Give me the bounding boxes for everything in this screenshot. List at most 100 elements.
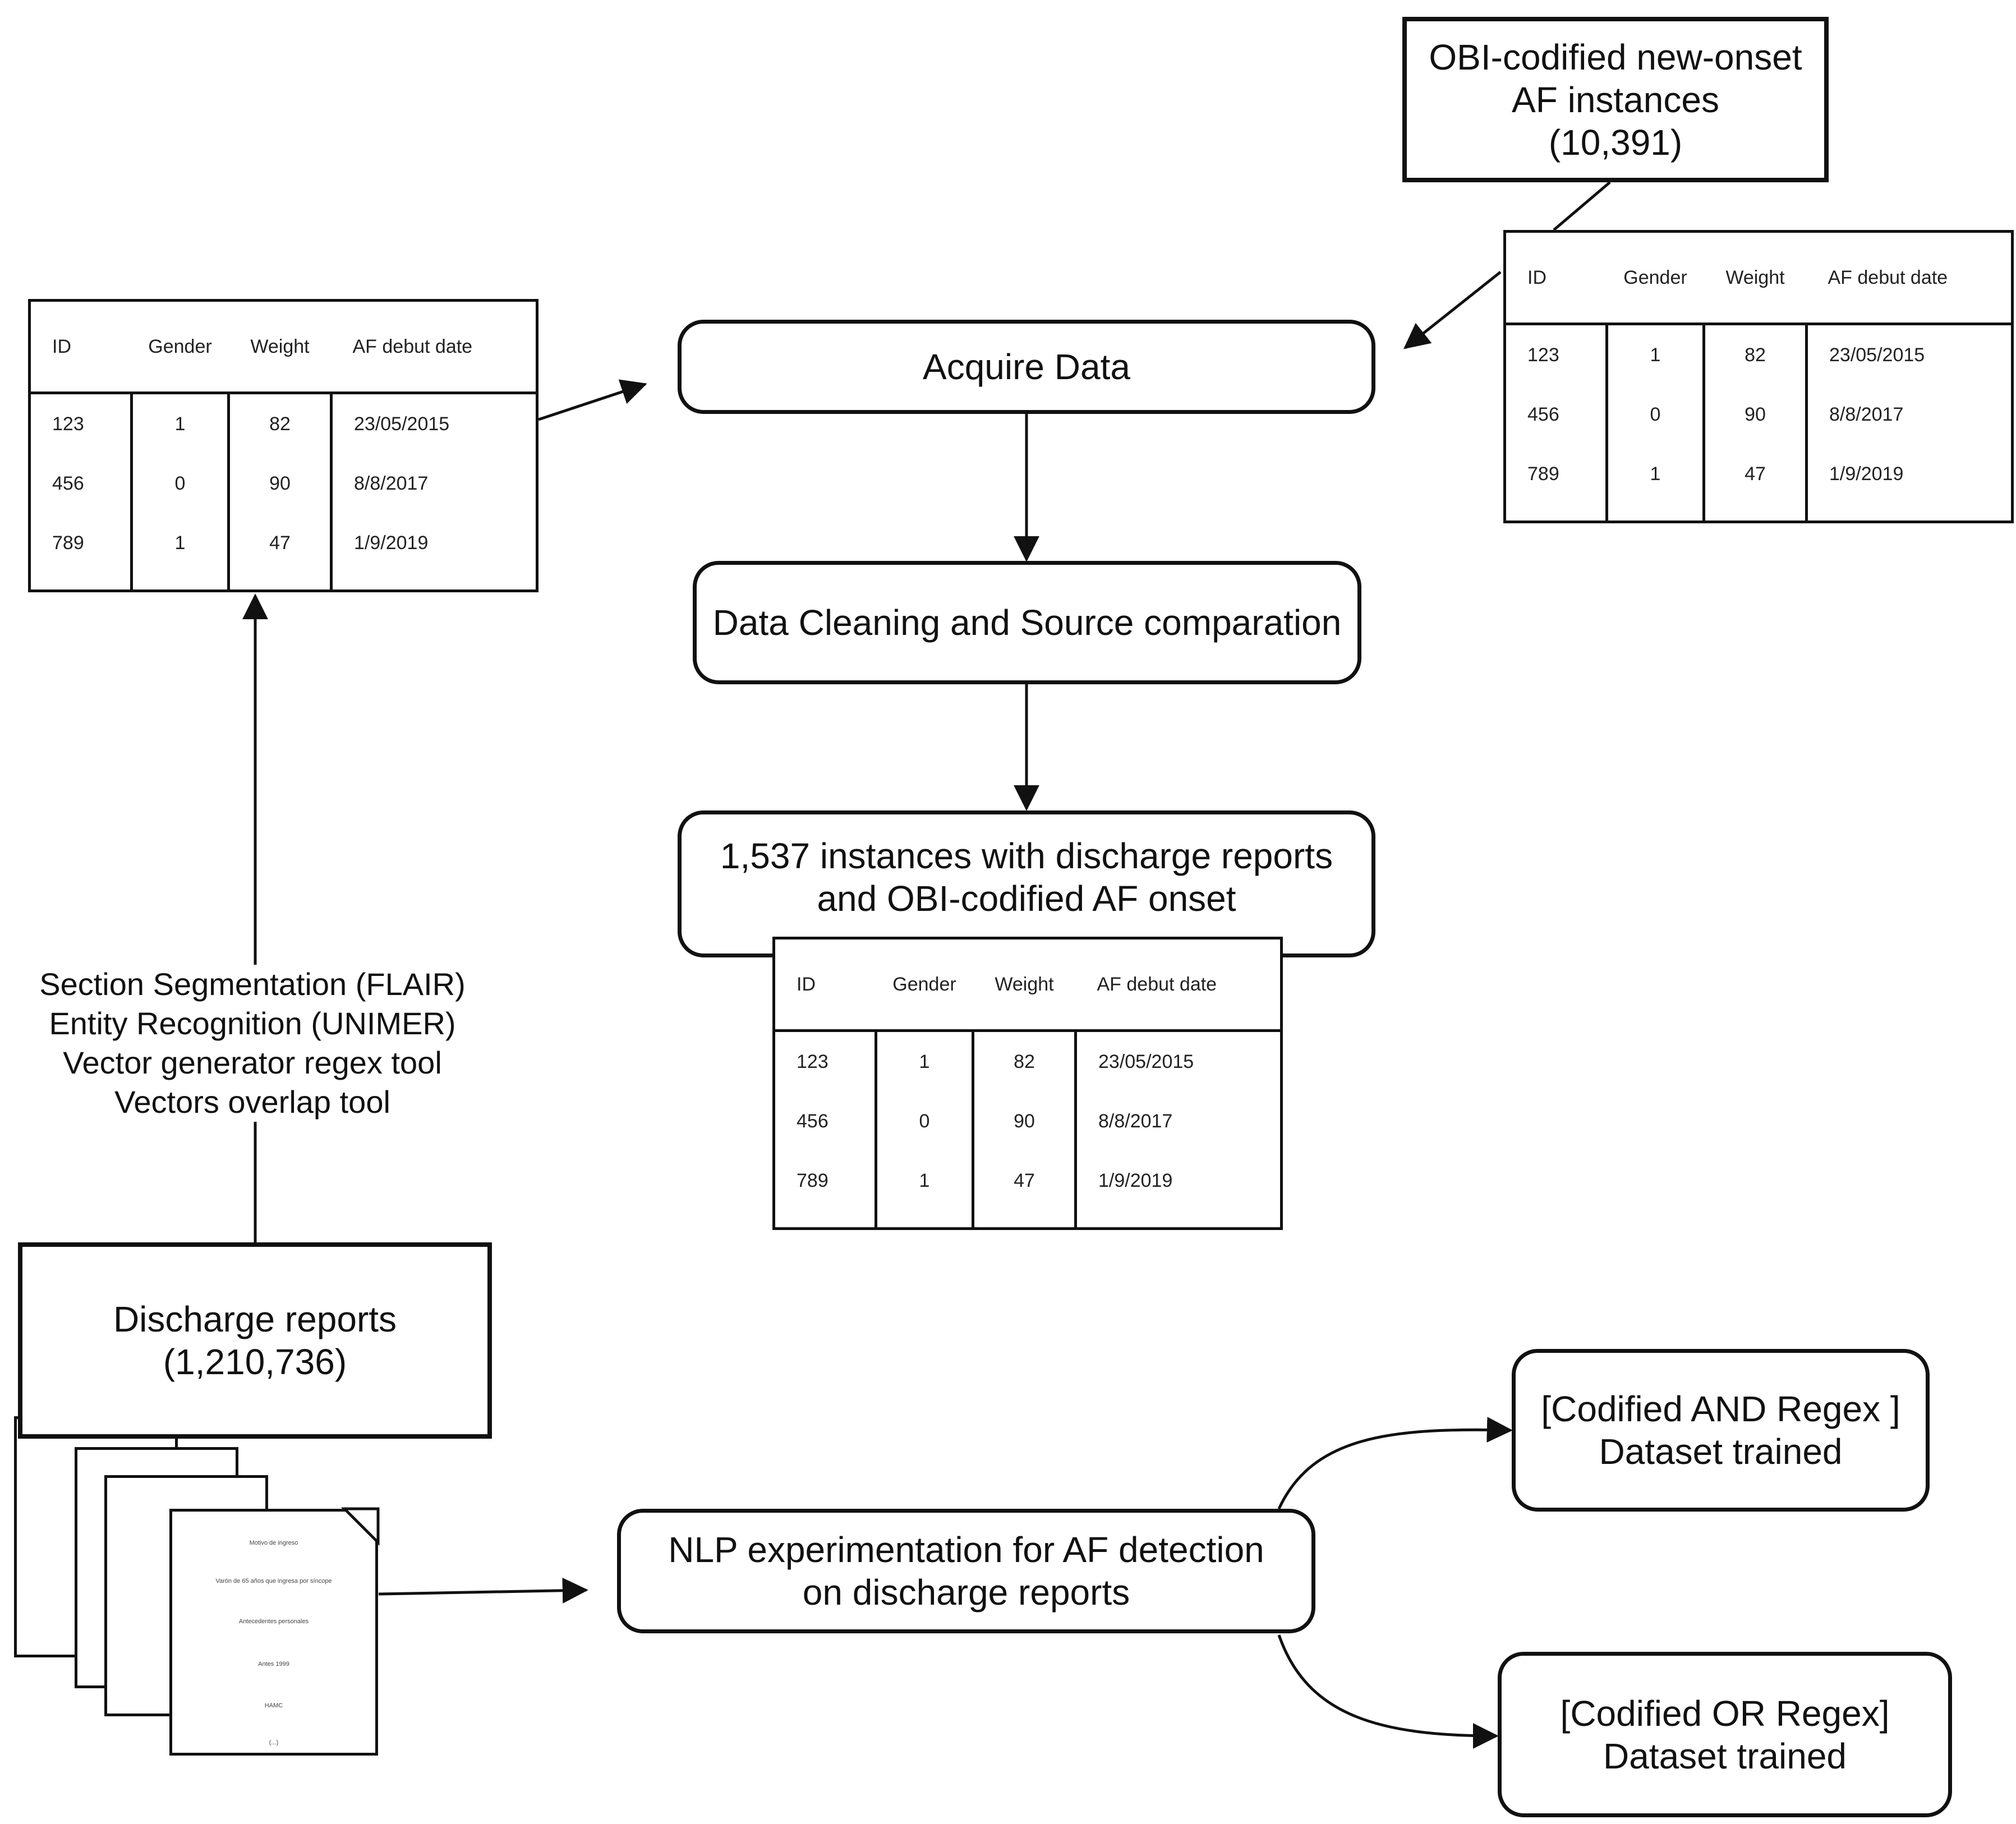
header-id: ID xyxy=(1504,231,1607,325)
obi-source-line-1: OBI-codified new-onset xyxy=(1429,36,1802,77)
cell-weight: 47 xyxy=(1702,444,1807,522)
arrow-nlp-to-and-dataset xyxy=(1277,1417,1513,1510)
obi-source-line-3: (10,391) xyxy=(1548,122,1683,163)
header-gender: Gender xyxy=(1607,231,1704,325)
cell-gender: 1 xyxy=(1605,444,1704,522)
cell-af-debut-date: 23/05/2015 xyxy=(330,393,537,454)
cell-af-debut-date: 23/05/2015 xyxy=(1805,324,2013,385)
document-line: HAMC xyxy=(264,1702,283,1709)
cell-gender: 1 xyxy=(130,513,229,591)
arrow-nlp-to-or-dataset xyxy=(1277,1634,1499,1749)
header-id: ID xyxy=(774,938,876,1032)
table-row: 456 0 90 8/8/2017 xyxy=(30,454,537,513)
arrow-docs-to-nlp xyxy=(378,1577,588,1604)
table-header-row: ID Gender Weight AF debut date xyxy=(29,300,537,394)
header-weight: Weight xyxy=(228,300,332,394)
cell-weight: 90 xyxy=(227,454,332,513)
table-row: 456 0 90 8/8/2017 xyxy=(774,1091,1282,1151)
cell-af-debut-date: 1/9/2019 xyxy=(1074,1151,1282,1229)
document-page-front: Motivo de ingreso Varón de 65 años que i… xyxy=(169,1509,378,1756)
cell-gender: 0 xyxy=(874,1091,973,1151)
or-dataset-line-2: Dataset trained xyxy=(1603,1735,1847,1776)
header-weight: Weight xyxy=(973,938,1076,1032)
cell-gender: 1 xyxy=(874,1151,973,1229)
nlp-experimentation-line-2: on discharge reports xyxy=(802,1572,1130,1613)
cell-id: 123 xyxy=(52,413,84,435)
table-row: 123 1 82 23/05/2015 xyxy=(30,393,537,454)
obi-source-box: OBI-codified new-onset AF instances (10,… xyxy=(1402,17,1829,182)
merged-instances-line-2: and OBI-codified AF onset xyxy=(817,878,1236,919)
document-line: Motivo de ingreso xyxy=(249,1540,298,1546)
data-cleaning-node: Data Cleaning and Source comparation xyxy=(693,561,1361,684)
cell-weight: 47 xyxy=(227,513,332,591)
cell-id: 456 xyxy=(52,472,84,494)
header-gender: Gender xyxy=(876,938,973,1032)
cell-weight: 82 xyxy=(972,1030,1076,1091)
cell-weight: 47 xyxy=(972,1151,1076,1229)
cell-id: 456 xyxy=(1527,403,1559,425)
tool-section-segmentation: Section Segmentation (FLAIR) xyxy=(39,966,466,1002)
header-af-debut-date: AF debut date xyxy=(1075,938,1282,1032)
acquire-data-node: Acquire Data xyxy=(678,320,1375,414)
arrow-left-table-to-acquire xyxy=(538,379,647,421)
discharge-reports-count: (1,210,736) xyxy=(163,1342,347,1382)
cell-id: 123 xyxy=(797,1051,829,1072)
merged-instances-line-1: 1,537 instances with discharge reports xyxy=(720,836,1333,876)
document-line: (...) xyxy=(269,1739,279,1746)
tool-vector-generator: Vector generator regex tool xyxy=(63,1045,442,1080)
cell-weight: 90 xyxy=(972,1091,1076,1151)
cell-id: 789 xyxy=(1527,463,1559,485)
cell-af-debut-date: 1/9/2019 xyxy=(330,513,537,591)
cell-weight: 82 xyxy=(1702,324,1807,385)
document-line: Antes 1999 xyxy=(258,1661,289,1668)
cell-weight: 82 xyxy=(227,393,332,454)
cell-id: 123 xyxy=(1527,344,1559,366)
cell-af-debut-date: 8/8/2017 xyxy=(1074,1091,1282,1151)
tool-entity-recognition: Entity Recognition (UNIMER) xyxy=(49,1006,456,1041)
header-af-debut-date: AF debut date xyxy=(1806,231,2013,325)
cell-weight: 90 xyxy=(1702,385,1807,444)
discharge-reports-box: Discharge reports (1,210,736) xyxy=(18,1242,492,1439)
merged-instances-node: 1,537 instances with discharge reports a… xyxy=(678,810,1375,957)
table-header-row: ID Gender Weight AF debut date xyxy=(1504,231,2013,325)
sample-table-left: ID Gender Weight AF debut date 123 1 82 … xyxy=(28,299,538,592)
obi-source-line-2: AF instances xyxy=(1512,79,1719,120)
cell-af-debut-date: 8/8/2017 xyxy=(1805,385,2013,444)
data-cleaning-label: Data Cleaning and Source comparation xyxy=(712,602,1342,643)
connector-obi-to-table xyxy=(1553,181,1611,231)
table-row: 123 1 82 23/05/2015 xyxy=(774,1030,1282,1091)
header-id: ID xyxy=(29,300,132,394)
cell-id: 789 xyxy=(797,1169,829,1191)
cell-gender: 1 xyxy=(1605,324,1704,385)
header-weight: Weight xyxy=(1704,231,1807,325)
nlp-experimentation-node: NLP experimentation for AF detection on … xyxy=(617,1509,1315,1633)
tool-vectors-overlap: Vectors overlap tool xyxy=(114,1084,390,1120)
document-line: Varón de 65 años que ingresa por síncope xyxy=(215,1578,332,1585)
arrow-right-table-to-acquire xyxy=(1403,271,1502,349)
and-dataset-line-2: Dataset trained xyxy=(1599,1431,1843,1472)
cell-af-debut-date: 8/8/2017 xyxy=(330,454,537,513)
cell-id: 789 xyxy=(52,532,84,554)
or-dataset-line-1: [Codified OR Regex] xyxy=(1560,1693,1890,1734)
table-row: 123 1 82 23/05/2015 xyxy=(1505,324,2013,385)
document-line: Antecedentes personales xyxy=(238,1618,309,1625)
cell-id: 456 xyxy=(797,1110,829,1132)
cell-gender: 0 xyxy=(130,454,229,513)
table-row: 789 1 47 1/9/2019 xyxy=(1505,444,2013,522)
header-gender: Gender xyxy=(131,300,229,394)
cell-gender: 0 xyxy=(1605,385,1704,444)
nlp-tools-label: Section Segmentation (FLAIR) Entity Reco… xyxy=(11,965,494,1122)
discharge-reports-label: Discharge reports xyxy=(113,1299,397,1339)
table-row: 789 1 47 1/9/2019 xyxy=(30,513,537,591)
cell-af-debut-date: 23/05/2015 xyxy=(1074,1030,1282,1091)
sample-table-right: ID Gender Weight AF debut date 123 1 82 … xyxy=(1503,230,2014,523)
and-dataset-line-1: [Codified AND Regex ] xyxy=(1541,1389,1900,1429)
sample-table-merged: ID Gender Weight AF debut date 123 1 82 … xyxy=(772,937,1283,1230)
table-row: 789 1 47 1/9/2019 xyxy=(774,1151,1282,1229)
acquire-data-label: Acquire Data xyxy=(923,347,1130,387)
header-af-debut-date: AF debut date xyxy=(331,300,537,394)
cell-gender: 1 xyxy=(874,1030,973,1091)
cell-gender: 1 xyxy=(130,393,229,454)
table-row: 456 0 90 8/8/2017 xyxy=(1505,385,2013,444)
